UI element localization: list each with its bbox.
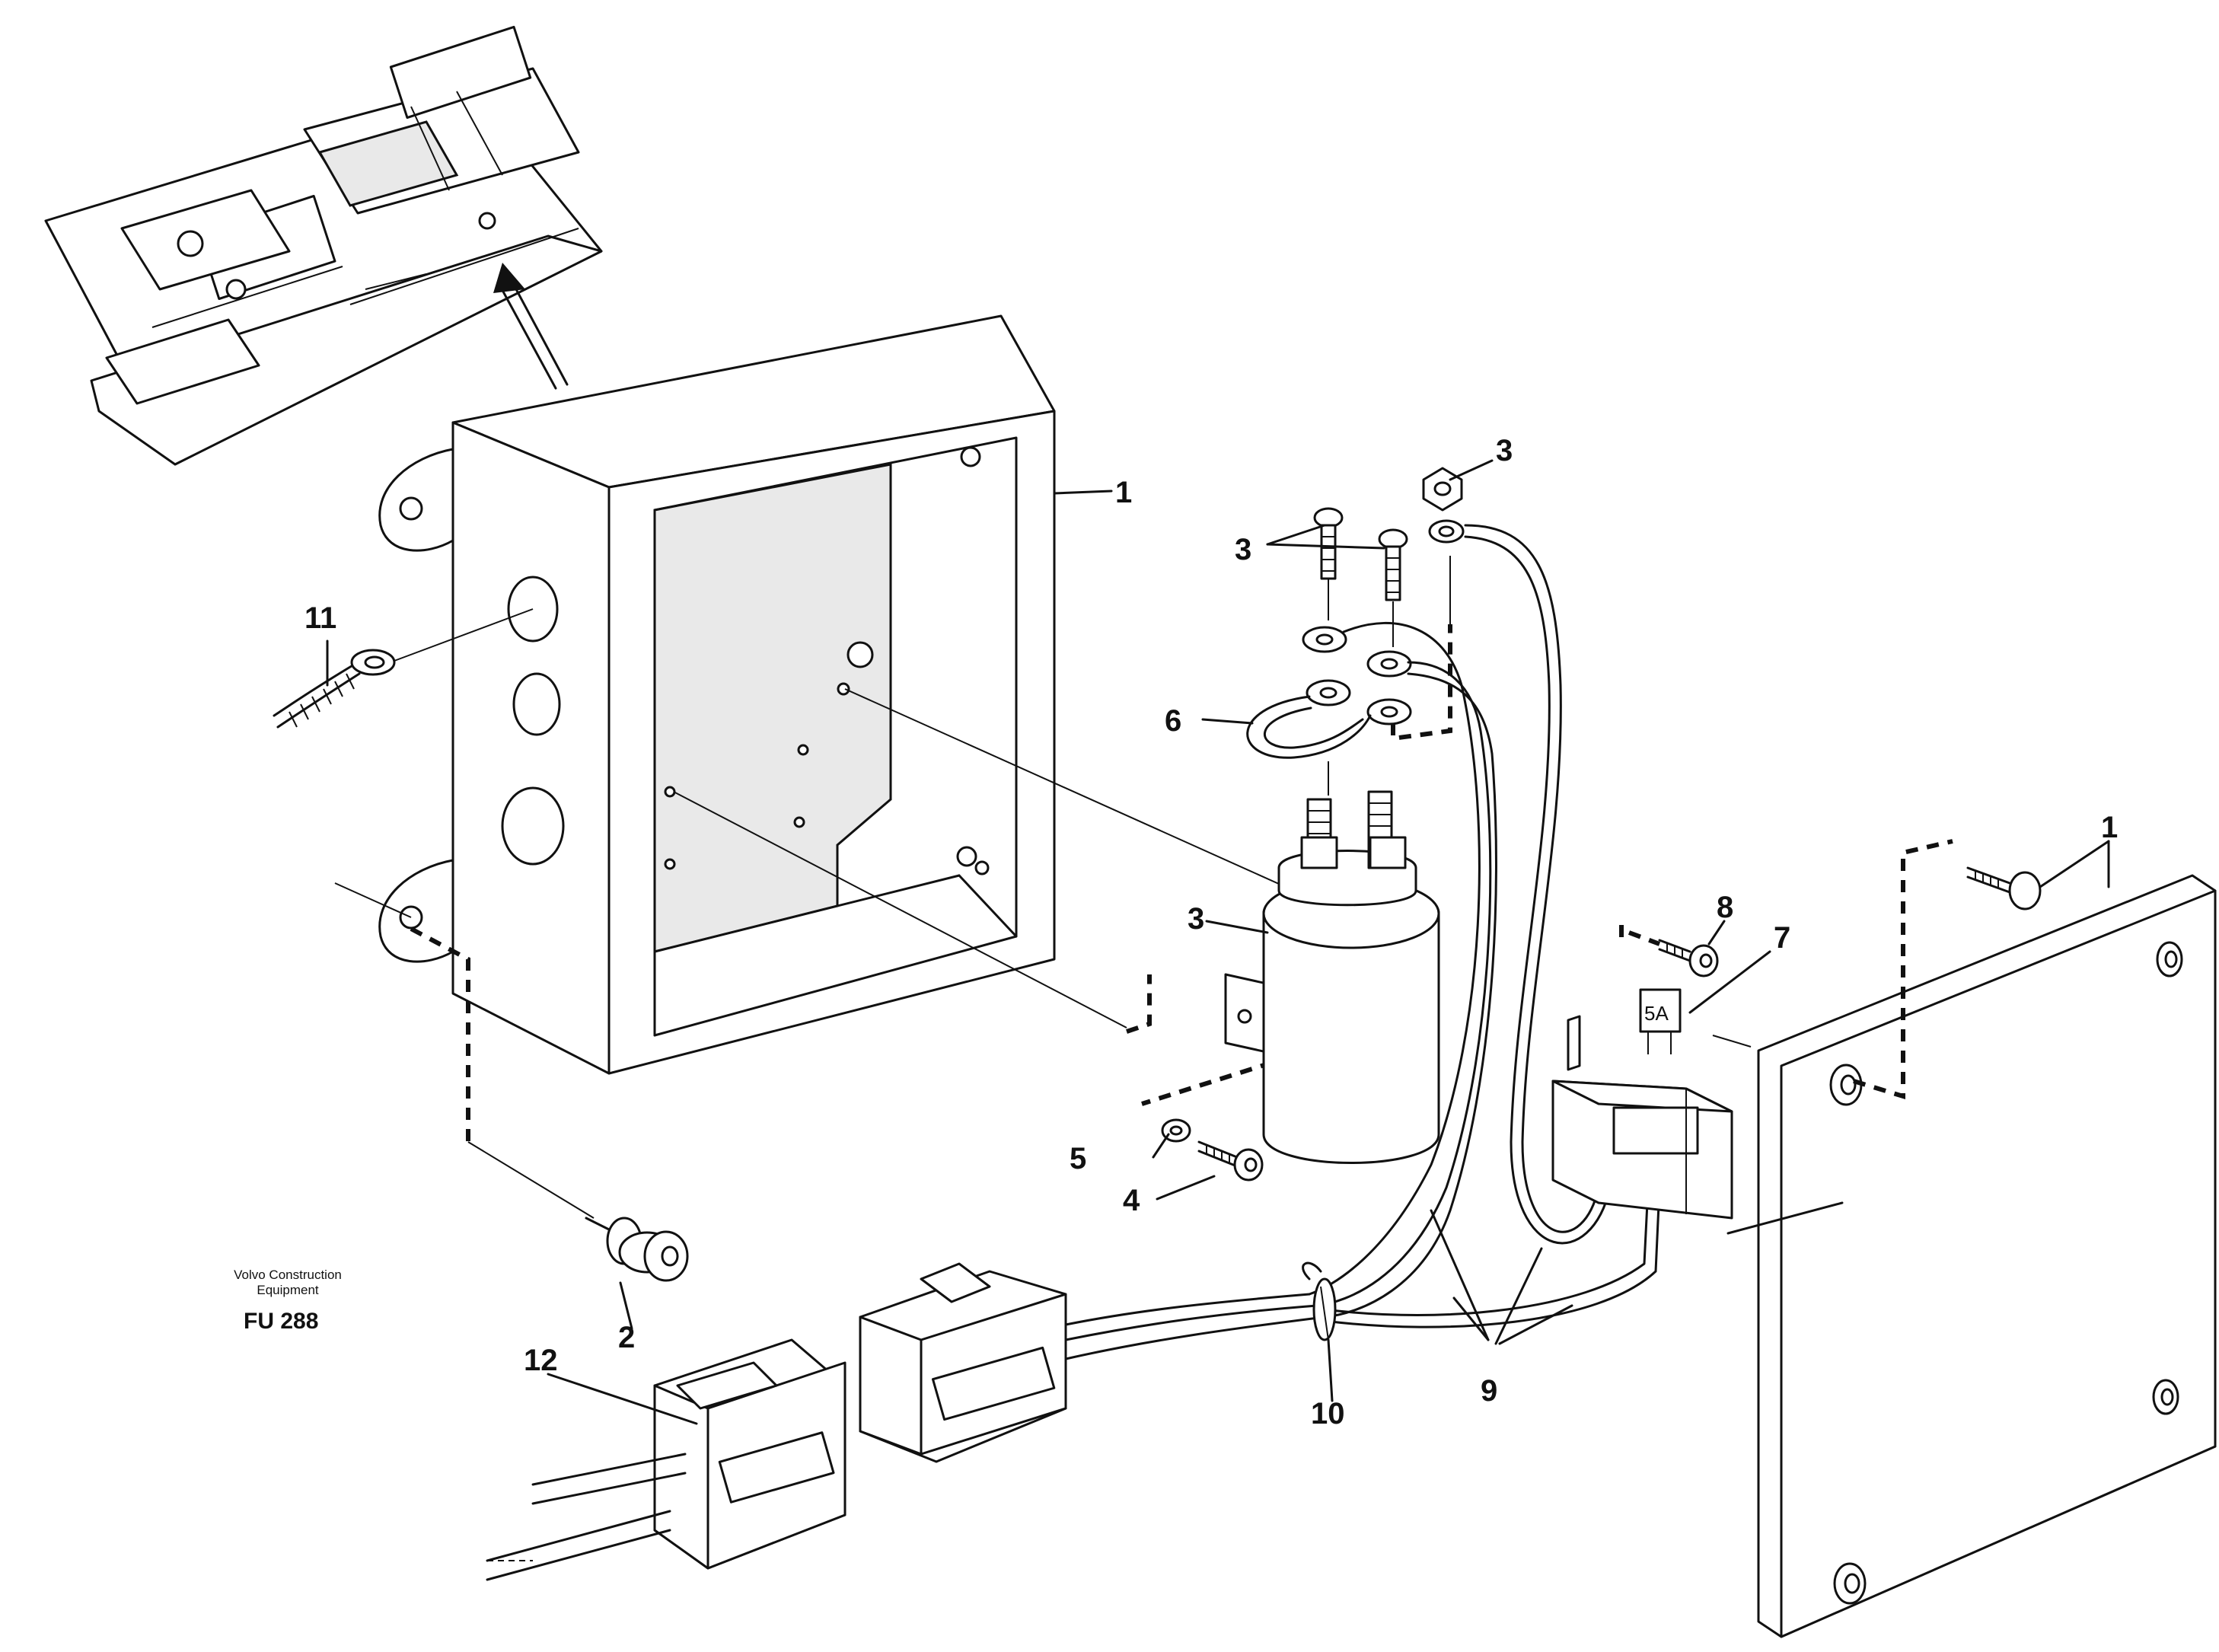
ground-cable	[273, 608, 534, 729]
callout-1-box: 1	[1115, 476, 1132, 509]
callout-8-fuse-screw: 8	[1717, 891, 1733, 924]
callout-9-cables: 9	[1481, 1374, 1497, 1408]
relay-screws	[1313, 507, 1408, 647]
callout-12-connector: 12	[524, 1344, 558, 1377]
callout-5-washer: 5	[1070, 1142, 1086, 1175]
fuse-holder	[1551, 925, 1733, 1220]
callout-3-nut: 3	[1496, 434, 1513, 467]
callout-1-cover: 1	[2101, 811, 2118, 844]
callout-3-relay: 3	[1188, 902, 1204, 936]
caption-line-1: Volvo Construction	[234, 1268, 342, 1282]
callout-11-ground-cable: 11	[304, 601, 336, 635]
screw-and-washer	[1161, 1118, 1264, 1182]
box-housing	[378, 314, 1056, 1075]
locator-inset	[44, 25, 603, 466]
cable-tie	[1302, 1261, 1337, 1341]
caption-code: FU 288	[244, 1309, 318, 1334]
relay	[673, 688, 1440, 1164]
leader-lines	[326, 459, 2110, 1425]
mounting-bolt	[334, 882, 689, 1282]
callout-7-fuse: 7	[1774, 921, 1790, 955]
cable-bundle	[1064, 524, 1661, 1360]
cover-plate	[1712, 839, 2217, 1638]
callout-3-screws: 3	[1235, 533, 1251, 566]
fuse-rating: 5A	[1644, 1002, 1669, 1025]
nut-and-washer	[1422, 467, 1465, 624]
callout-6-jumper: 6	[1165, 704, 1181, 738]
callout-4-screw: 4	[1123, 1184, 1140, 1217]
caption-line-2: Equipment	[257, 1283, 319, 1297]
connector-12	[486, 1262, 1067, 1581]
caption: Volvo Construction Equipment FU 288	[234, 1268, 342, 1334]
jumper	[1246, 624, 1452, 796]
callout-labels: 1 1 2 3 3 3 4 5 6 7 8 9 10 11 12	[304, 434, 2118, 1430]
callout-10-cable-tie: 10	[1311, 1397, 1345, 1430]
callout-2-bolt: 2	[618, 1321, 635, 1354]
